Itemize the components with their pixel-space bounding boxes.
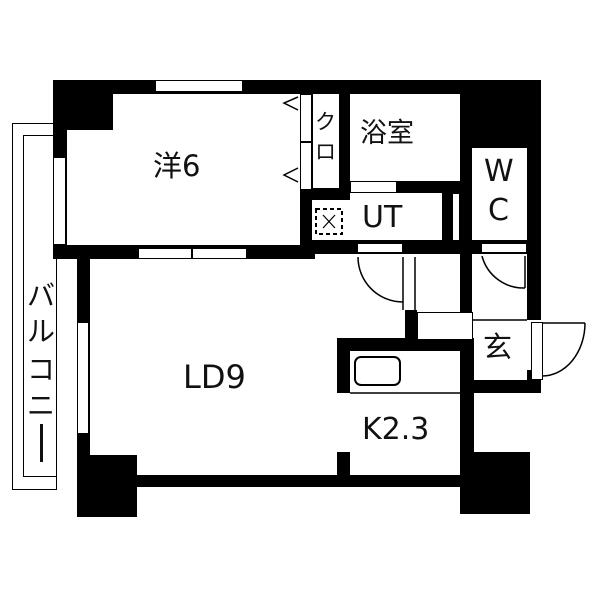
- window-western-left: [53, 157, 66, 245]
- wall-bath-bottom: [395, 181, 467, 193]
- room-label-balcony-3: コ: [27, 353, 56, 386]
- sliding-door-western-left[interactable]: [138, 248, 192, 259]
- wall-closet-bottom: [300, 188, 350, 200]
- window-western-top: [155, 80, 243, 92]
- room-label-closet-1: ク: [315, 110, 336, 134]
- room-label-balcony-4: ニ: [27, 389, 56, 422]
- wall-bottom: [130, 475, 465, 487]
- room-label-closet-2: ロ: [315, 140, 336, 164]
- ut-side-opening: [452, 193, 460, 241]
- wall-kitchen-left-upper: [337, 338, 350, 393]
- wall-hall-mid: [405, 310, 417, 345]
- wall-right: [527, 80, 541, 320]
- room-label-wc-1: W: [484, 154, 514, 189]
- window-ld-left: [77, 322, 89, 434]
- wall-bottom-left-block: [77, 455, 137, 517]
- room-label-western: 洋6: [153, 149, 201, 183]
- room-label-ld: LD9: [183, 358, 246, 396]
- entrance-door-frame[interactable]: [531, 322, 543, 380]
- wc-door-frame[interactable]: [481, 243, 527, 253]
- room-label-kitchen: K2.3: [362, 412, 430, 447]
- wall-kitchen-right: [460, 340, 474, 470]
- balcony-inner-rail: [23, 135, 57, 477]
- wall-closet-bath: [338, 80, 350, 190]
- wall-kitchen-left-stub: [337, 452, 350, 482]
- wall-bath-right: [460, 80, 472, 320]
- bath-door[interactable]: [350, 181, 397, 193]
- room-label-balcony-1: バ: [27, 279, 56, 312]
- sliding-door-western-right[interactable]: [192, 248, 247, 259]
- room-label-entrance: 玄: [483, 330, 513, 364]
- wall-entrance-bottom: [470, 380, 541, 393]
- wall-kitchen-top: [337, 338, 474, 351]
- wc-room: [475, 148, 527, 240]
- wall-ut-right: [442, 193, 452, 243]
- room-label-wc-2: C: [488, 193, 509, 228]
- room-label-balcony-2: ル: [27, 315, 56, 348]
- room-label-bath: 浴室: [360, 118, 414, 149]
- room-label-utility: UT: [362, 200, 403, 235]
- ut-door-frame[interactable]: [357, 243, 403, 253]
- room-label-balcony-5: [40, 424, 43, 462]
- hall-step: [417, 312, 473, 340]
